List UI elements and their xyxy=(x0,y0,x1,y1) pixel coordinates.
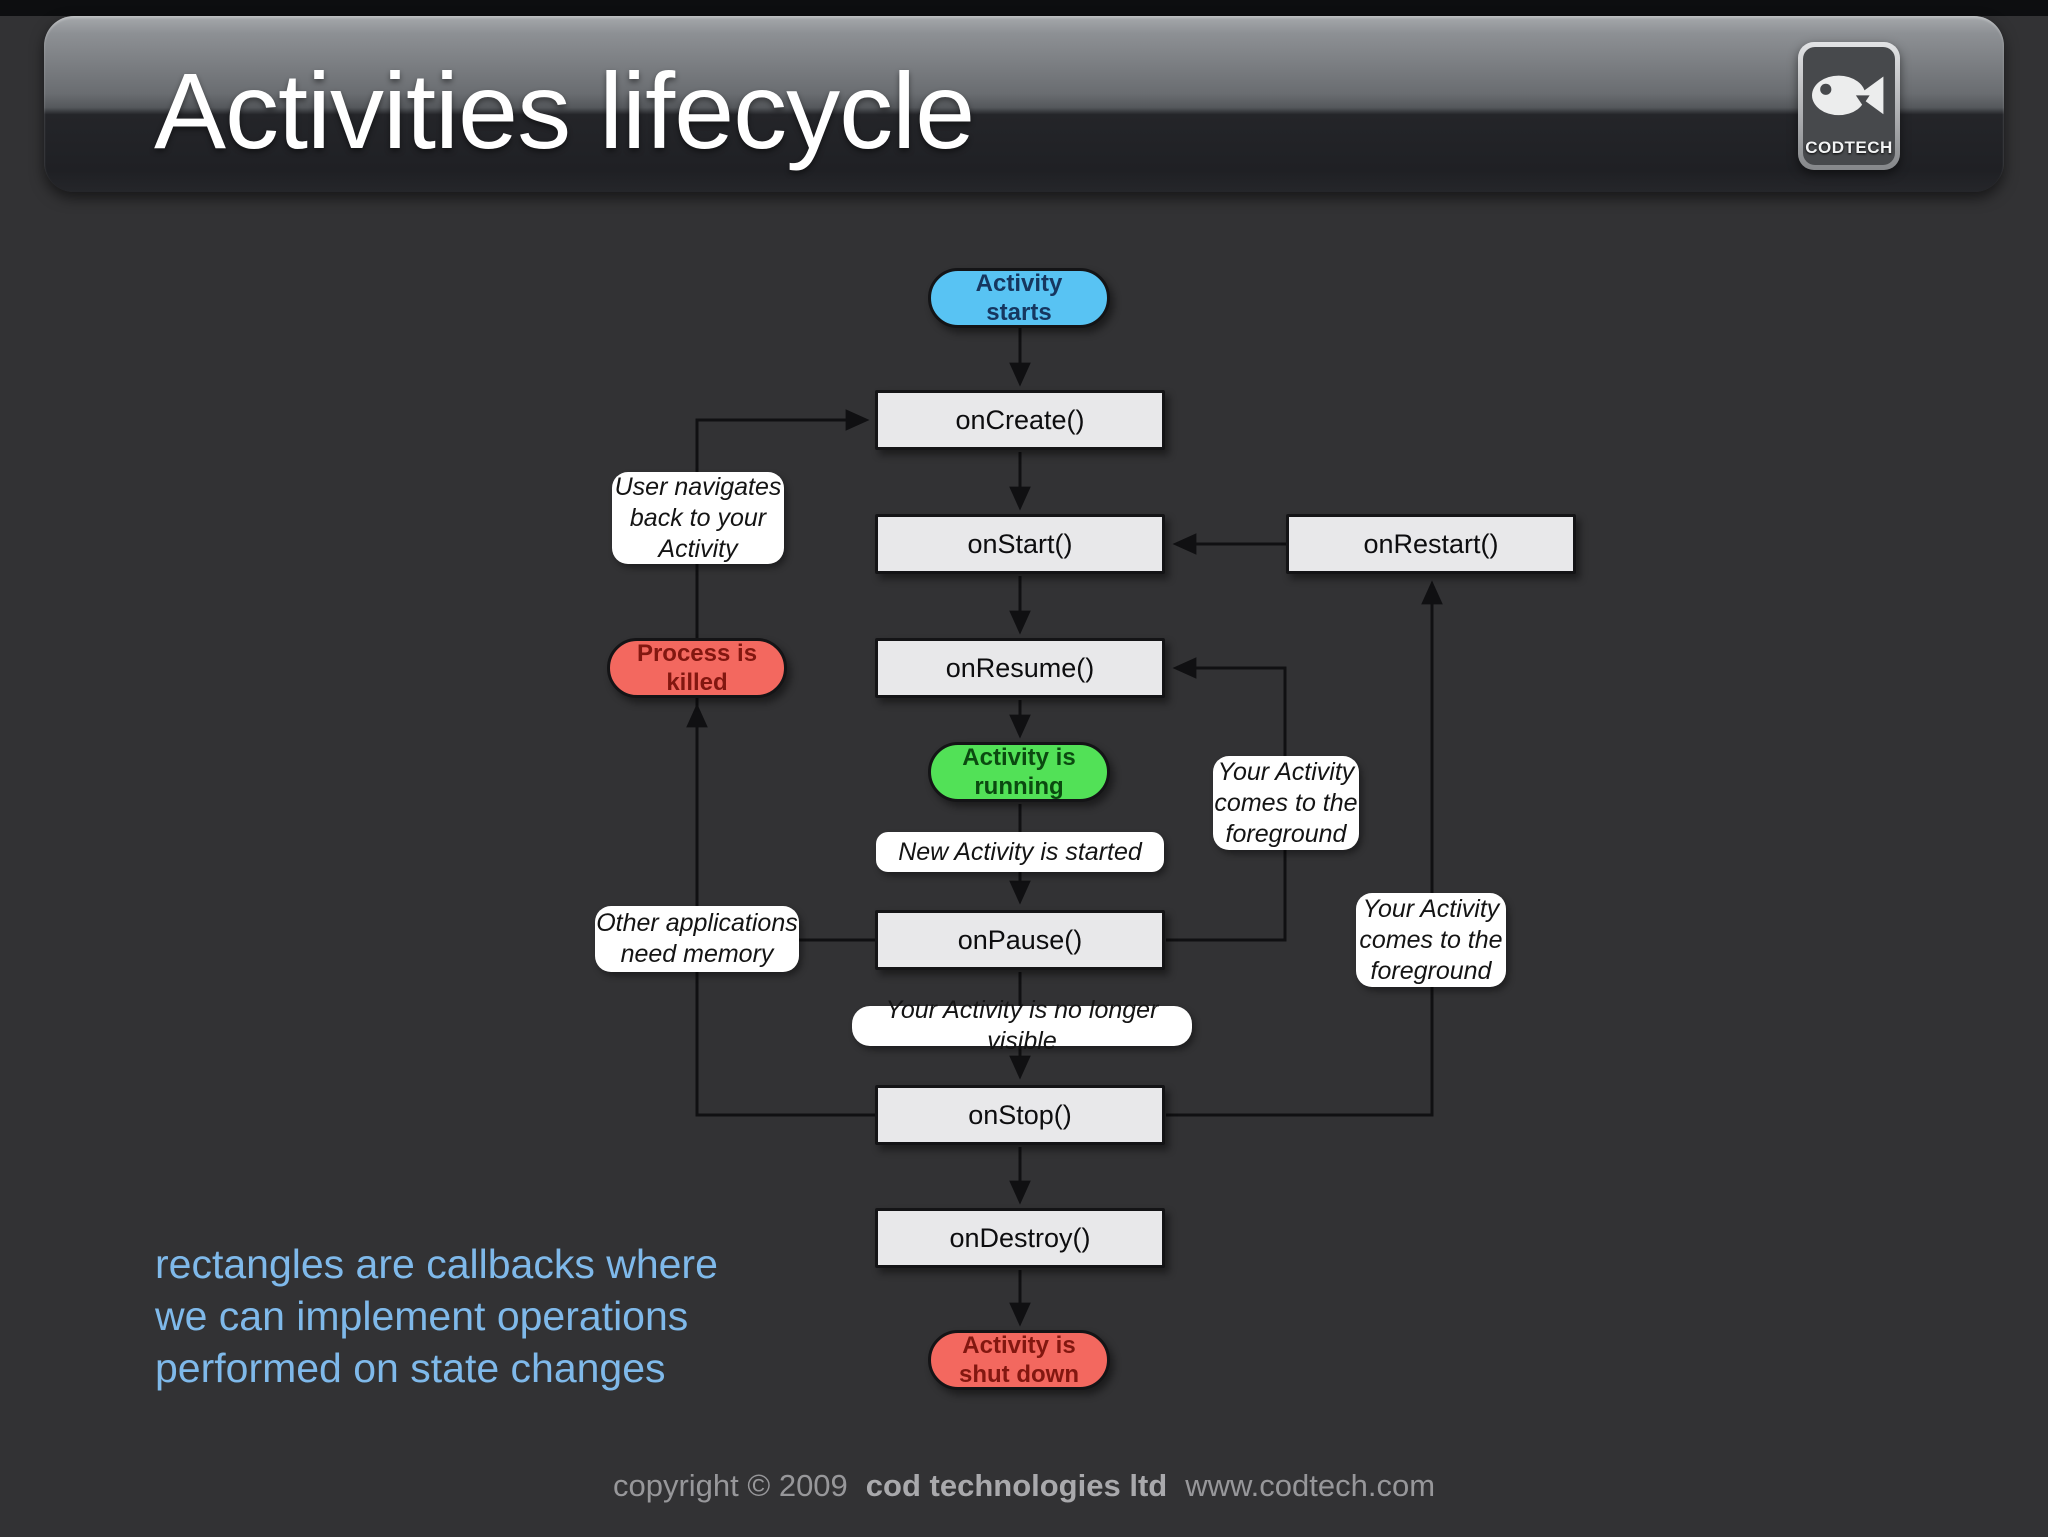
fish-icon xyxy=(1812,75,1884,116)
wire-onstop-to-onrestart xyxy=(1166,580,1443,1117)
codtech-logo-tile: CODTECH xyxy=(1803,47,1895,165)
logo-text: CODTECH xyxy=(1805,138,1893,157)
node-activity-shut-down: Activity is shut down xyxy=(928,1330,1110,1390)
node-ondestroy: onDestroy() xyxy=(875,1208,1165,1268)
title-bar: Activities lifecycle CODTECH xyxy=(44,16,2004,192)
node-process-killed: Process is killed xyxy=(607,638,787,698)
note-text: rectangles are callbacks where we can im… xyxy=(155,1241,718,1392)
footer-company: cod technologies ltd xyxy=(865,1468,1168,1503)
codtech-logo: CODTECH xyxy=(1798,42,1900,170)
node-onrestart: onRestart() xyxy=(1286,514,1576,574)
wire-onstop-to-oncreate xyxy=(695,409,875,1117)
label-no-longer-visible: Your Activity is no longer visible xyxy=(852,996,1192,1055)
node-oncreate: onCreate() xyxy=(875,390,1165,450)
footer: copyright © 2009 cod technologies ltd ww… xyxy=(0,1468,2048,1504)
slide-title: Activities lifecycle xyxy=(154,49,975,171)
label-other-apps-need-memory: Other applications need memory xyxy=(595,906,799,972)
footer-website: www.codtech.com xyxy=(1185,1468,1436,1503)
label-new-activity-started: New Activity is started xyxy=(876,832,1164,872)
node-onstart: onStart() xyxy=(875,514,1165,574)
node-onpause: onPause() xyxy=(875,910,1165,970)
footer-copyright: copyright © 2009 xyxy=(612,1468,848,1503)
node-onresume: onResume() xyxy=(875,638,1165,698)
label-user-navigates-back: User navigates back to your Activity xyxy=(612,472,784,564)
label-comes-to-foreground-1: Your Activity comes to the foreground xyxy=(1213,756,1359,850)
top-edge-strip xyxy=(0,0,2048,16)
label-comes-to-foreground-2: Your Activity comes to the foreground xyxy=(1356,893,1506,987)
node-activity-running: Activity is running xyxy=(928,742,1110,802)
node-onstop: onStop() xyxy=(875,1085,1165,1145)
node-activity-starts: Activity starts xyxy=(928,268,1110,328)
